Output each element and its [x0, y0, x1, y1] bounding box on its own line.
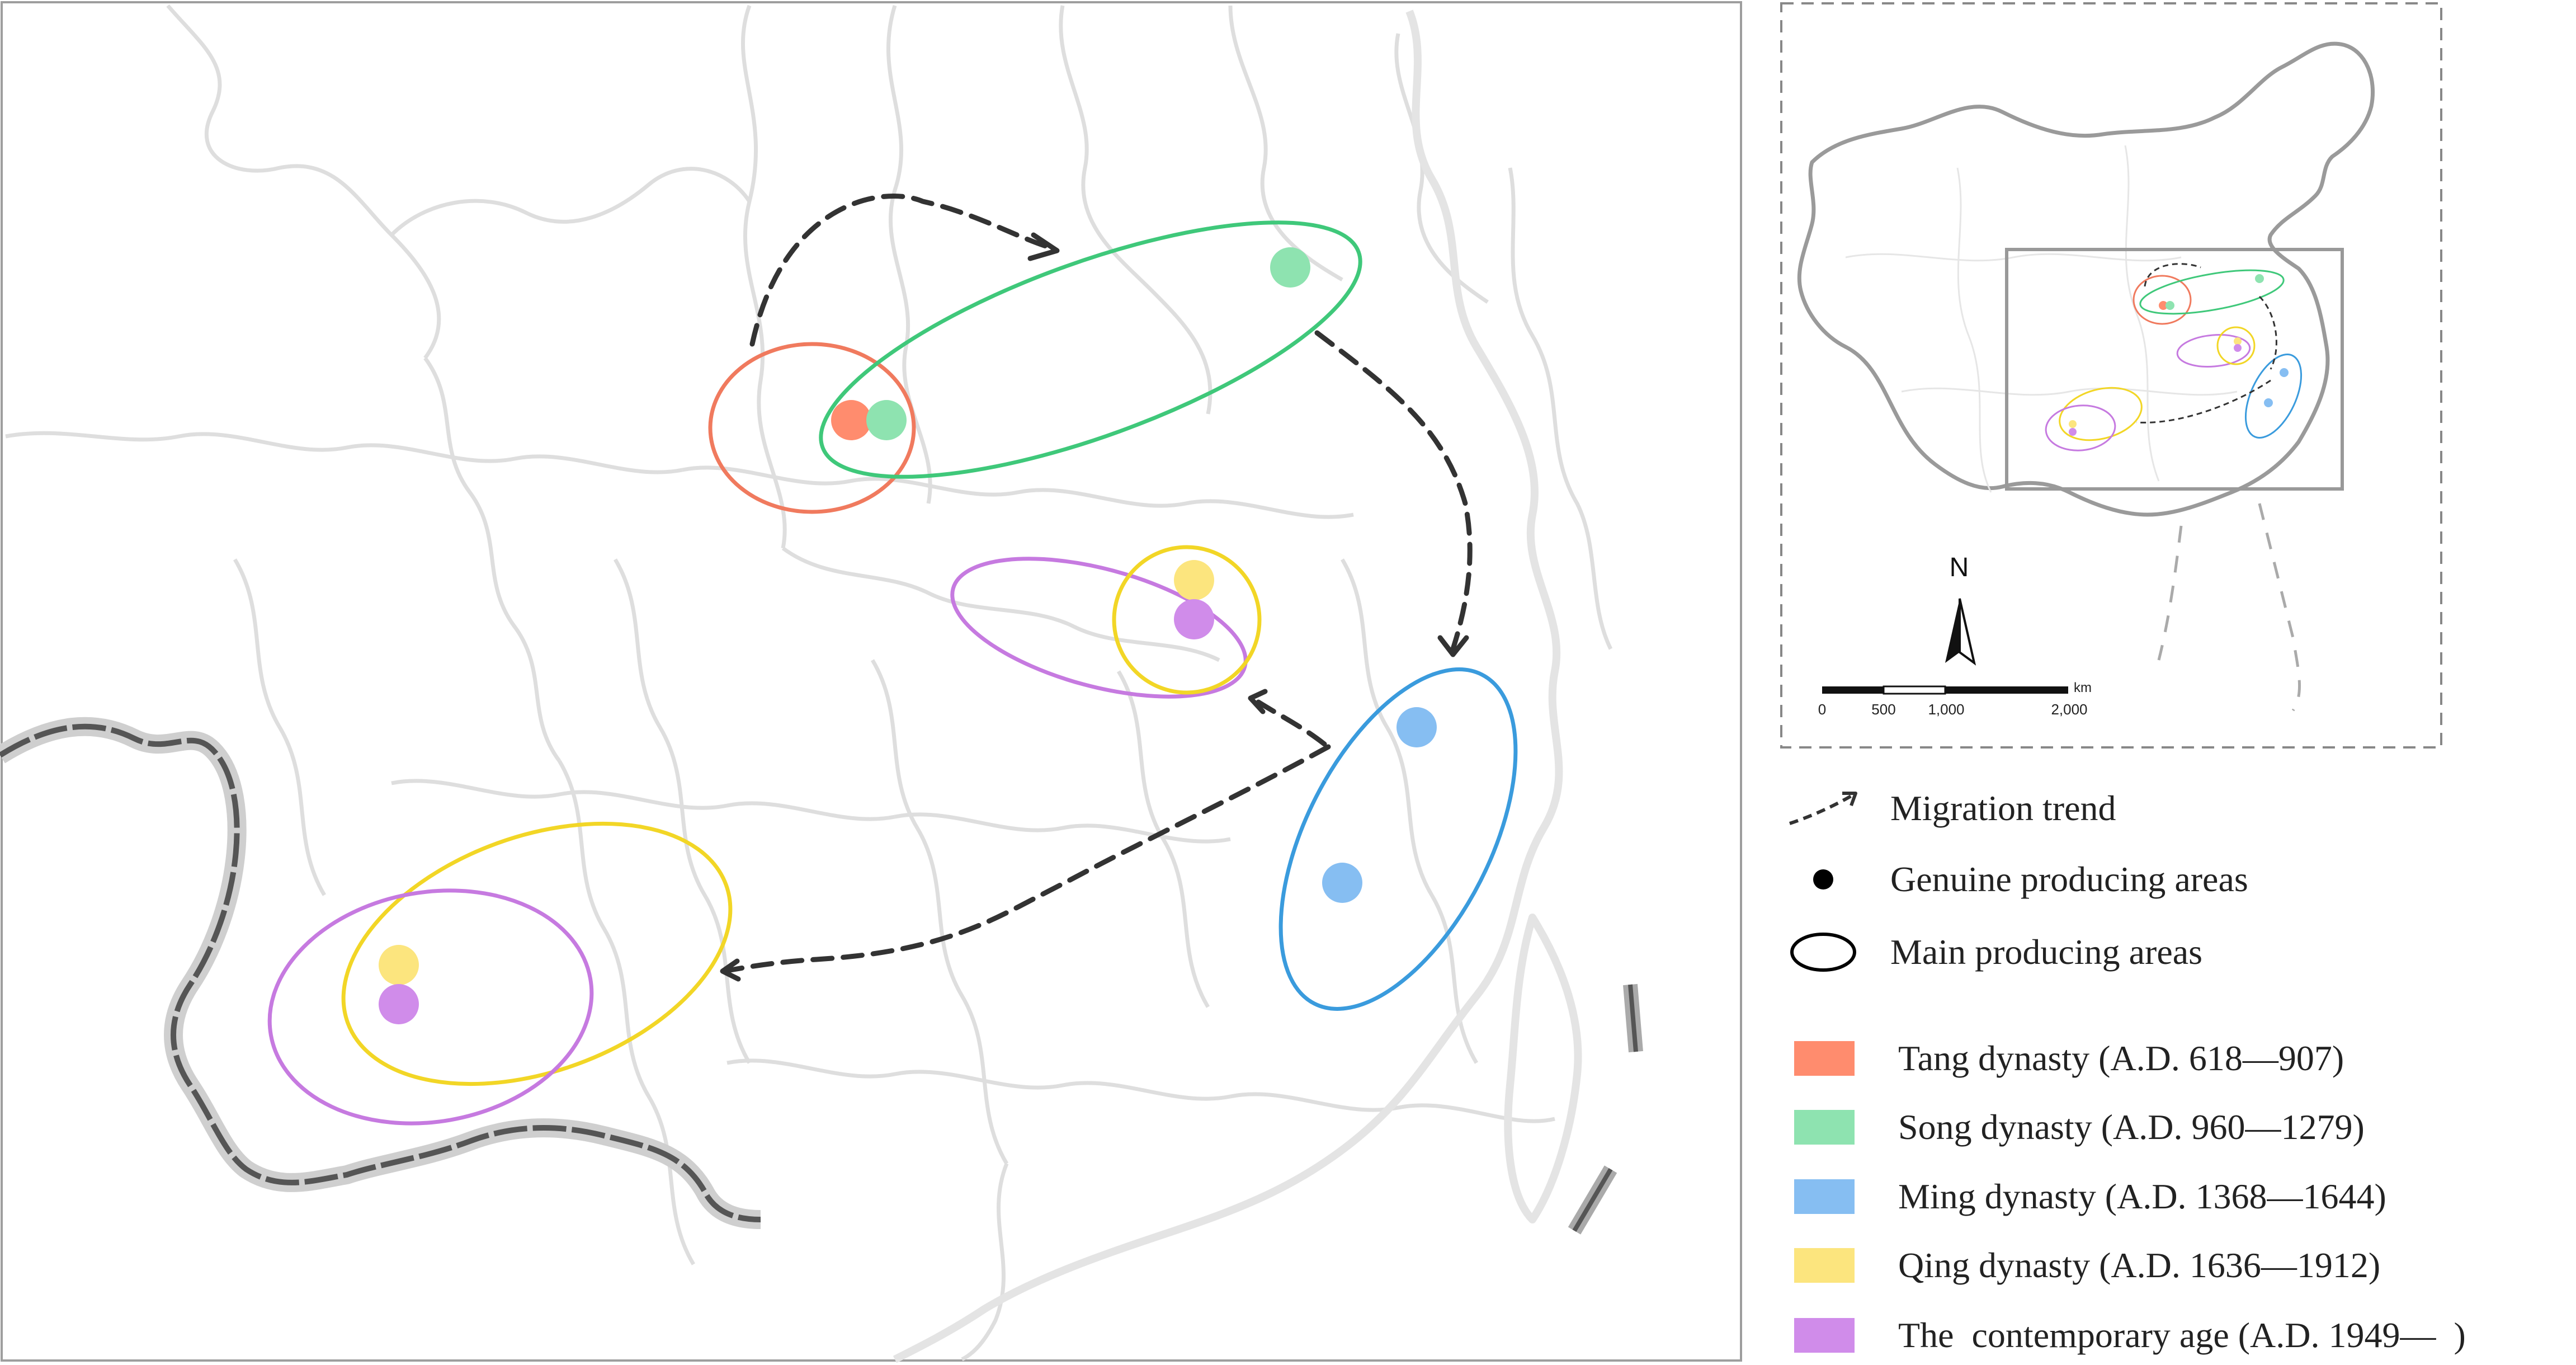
scale-tick-0: 0: [1818, 701, 1826, 718]
contemporary-genuine-point-southwest: [379, 984, 419, 1024]
arrowheads: [720, 232, 1469, 982]
legend: Migration trend Genuine producing areas …: [1778, 778, 2573, 1359]
scale-unit-label: km: [2074, 680, 2092, 695]
contemporary-swatch: [1794, 1318, 1855, 1353]
legend-label-tang: Tang dynasty (A.D. 618—907): [1898, 1038, 2344, 1078]
legend-label-contemporary: The contemporary age (A.D. 1949— ): [1898, 1315, 2466, 1355]
qing-main-area-ellipse-southwest: [341, 821, 733, 1086]
contemporary-main-area-ellipse-southwest: [267, 888, 594, 1126]
qing-swatch: [1794, 1248, 1855, 1283]
legend-label-qing: Qing dynasty (A.D. 1636—1912): [1898, 1245, 2381, 1285]
tang-genuine-point: [831, 400, 871, 440]
legend-row-genuine: Genuine producing areas: [1778, 857, 2248, 902]
scale-tick-2000: 2,000: [2051, 701, 2087, 718]
ellipse-outline-icon: [1778, 930, 1868, 975]
ming-genuine-point-south: [1322, 863, 1362, 903]
legend-label-song: Song dynasty (A.D. 960—1279): [1898, 1107, 2365, 1147]
qing-genuine-point-southwest: [379, 945, 419, 985]
legend-label-ming: Ming dynasty (A.D. 1368—1644): [1898, 1176, 2386, 1216]
inset-country-outline: [1797, 41, 2375, 517]
international-border: [0, 717, 1643, 1235]
song-main-area-ellipse: [819, 220, 1362, 479]
dashed-arrow-icon: [1778, 786, 1868, 831]
legend-row-qing: Qing dynasty (A.D. 1636—1912): [1778, 1245, 2380, 1286]
legend-label-genuine: Genuine producing areas: [1890, 859, 2248, 899]
song-genuine-point-east: [1270, 247, 1310, 288]
legend-label-main-area: Main producing areas: [1890, 932, 2203, 972]
ming-swatch: [1794, 1179, 1855, 1214]
qing-main-area-ellipse-north: [1112, 545, 1262, 695]
ming-genuine-point-north: [1396, 707, 1437, 747]
contemporary-genuine-point-north: [1174, 599, 1214, 639]
tang-main-area-ellipse: [708, 342, 916, 514]
inset-mini-map: [2045, 263, 2303, 451]
song-swatch: [1794, 1110, 1855, 1145]
legend-row-contemporary: The contemporary age (A.D. 1949— ): [1778, 1315, 2466, 1356]
legend-row-ming: Ming dynasty (A.D. 1368—1644): [1778, 1176, 2386, 1217]
legend-row-song: Song dynasty (A.D. 960—1279): [1778, 1107, 2365, 1148]
scale-bar: [1822, 685, 2068, 695]
ming-main-area-ellipse: [1278, 667, 1518, 1011]
legend-row-tang: Tang dynasty (A.D. 618—907): [1778, 1038, 2344, 1079]
filled-dot-icon: [1778, 857, 1868, 902]
song-genuine-point-west: [866, 400, 907, 440]
scale-tick-1000: 1,000: [1928, 701, 1964, 718]
north-label: N: [1950, 553, 1969, 582]
legend-row-migration: Migration trend: [1778, 786, 2116, 831]
qing-genuine-point-north: [1174, 560, 1214, 600]
north-arrow-icon: [1945, 598, 1976, 666]
main-map: [0, 1, 1742, 1363]
legend-label-migration: Migration trend: [1890, 788, 2116, 828]
inset-sea-border: [2157, 503, 2301, 712]
inset-frame: [1780, 2, 2442, 749]
legend-row-main-area: Main producing areas: [1778, 930, 2202, 975]
coastline: [893, 10, 1582, 1363]
inset-study-area-box: [2005, 248, 2344, 491]
scale-tick-500: 500: [1871, 701, 1895, 718]
migration-arrows: [724, 194, 1473, 973]
tang-swatch: [1794, 1041, 1855, 1076]
inset-province-lines: [1845, 145, 2238, 493]
